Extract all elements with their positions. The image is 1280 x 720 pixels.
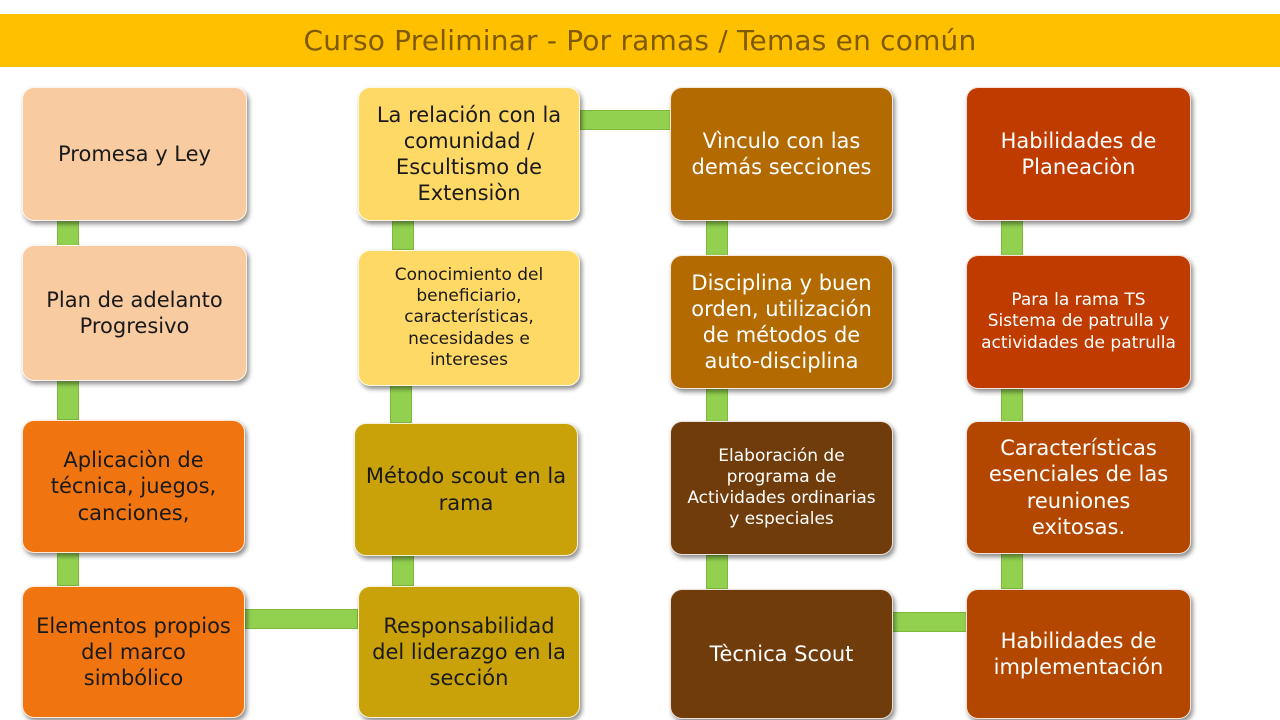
node-disciplina-orden: Disciplina y buen orden, utilización de … — [670, 255, 893, 389]
connector — [57, 552, 79, 586]
node-relacion-comunidad: La relación con la comunidad / Escultism… — [358, 87, 580, 221]
connector — [580, 110, 672, 130]
connector — [390, 385, 412, 423]
connector — [706, 220, 728, 256]
node-label: Elaboración de programa de Actividades o… — [687, 445, 876, 530]
connector — [392, 553, 414, 586]
node-caracteristicas-reuniones: Características esenciales de las reunio… — [966, 421, 1191, 554]
page-title: Curso Preliminar - Por ramas / Temas en … — [303, 24, 977, 57]
node-responsabilidad-liderazgo: Responsabilidad del liderazgo en la secc… — [358, 586, 580, 718]
connector — [1001, 220, 1023, 256]
connector — [892, 612, 967, 632]
connector — [243, 609, 358, 629]
node-label: Habilidades de Planeaciòn — [1000, 128, 1157, 179]
node-label: Tècnica Scout — [709, 641, 854, 666]
node-conocimiento-beneficiario: Conocimiento del beneficiario, caracterí… — [358, 250, 580, 386]
node-label: Plan de adelanto Progresivo — [46, 287, 223, 338]
node-habilidades-implementacion: Habilidades de implementación — [966, 589, 1191, 719]
node-tecnica-scout: Tècnica Scout — [670, 589, 893, 719]
node-label: Vìnculo con las demás secciones — [691, 128, 872, 179]
node-promesa-y-ley: Promesa y Ley — [22, 87, 247, 221]
connector — [1001, 388, 1023, 422]
node-habilidades-planeacion: Habilidades de Planeaciòn — [966, 87, 1191, 221]
node-aplicacion-tecnica: Aplicaciòn de técnica, juegos, canciones… — [22, 420, 245, 553]
node-label: Conocimiento del beneficiario, caracterí… — [394, 264, 544, 370]
connector — [1001, 553, 1023, 589]
node-vinculo-secciones: Vìnculo con las demás secciones — [670, 87, 893, 221]
connector — [57, 220, 79, 246]
node-elaboracion-programa: Elaboración de programa de Actividades o… — [670, 421, 893, 555]
node-plan-de-adelanto: Plan de adelanto Progresivo — [22, 245, 247, 381]
connector — [57, 380, 79, 420]
node-metodo-scout: Método scout en la rama — [354, 423, 578, 556]
node-label: Responsabilidad del liderazgo en la secc… — [372, 613, 566, 691]
node-elementos-marco-simbolico: Elementos propios del marco simbólico — [22, 586, 245, 718]
title-bar: Curso Preliminar - Por ramas / Temas en … — [0, 14, 1280, 67]
node-label: La relación con la comunidad / Escultism… — [376, 102, 562, 206]
node-label: Aplicaciòn de técnica, juegos, canciones… — [50, 448, 217, 525]
connector — [392, 220, 414, 250]
node-label: Para la rama TS Sistema de patrulla y ac… — [981, 290, 1176, 353]
node-label: Habilidades de implementación — [993, 628, 1164, 679]
node-label: Elementos propios del marco simbólico — [36, 613, 231, 691]
connector — [706, 555, 728, 589]
node-sistema-patrulla: Para la rama TS Sistema de patrulla y ac… — [966, 255, 1191, 389]
node-label: Disciplina y buen orden, utilización de … — [691, 270, 872, 374]
node-label: Promesa y Ley — [58, 141, 211, 166]
node-label: Método scout en la rama — [365, 464, 567, 515]
connector — [706, 388, 728, 422]
node-label: Características esenciales de las reunio… — [988, 436, 1169, 539]
